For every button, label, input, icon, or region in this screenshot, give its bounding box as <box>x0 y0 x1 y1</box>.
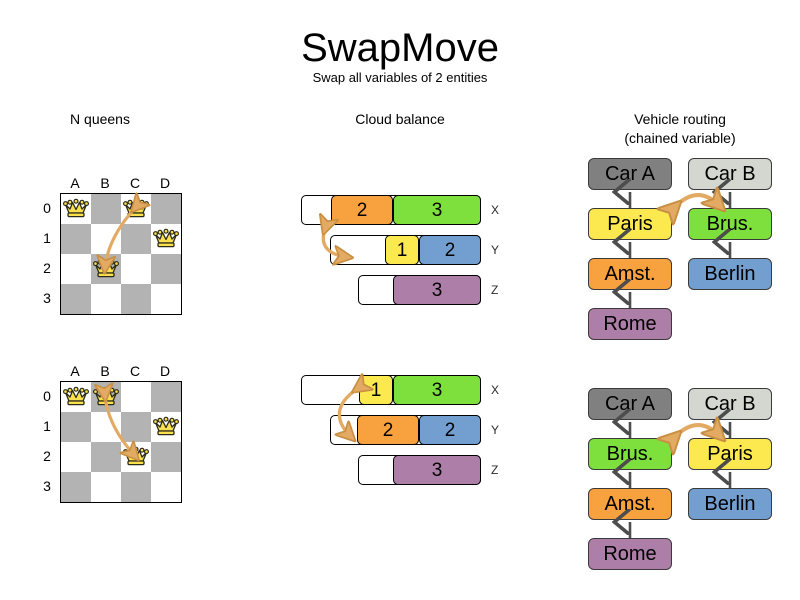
route-node-berlin[interactable]: Berlin <box>688 258 772 290</box>
board-cell-d0[interactable] <box>151 382 181 412</box>
computer-label-y: Y <box>491 423 500 437</box>
queen-piece-a0[interactable] <box>61 194 91 224</box>
route-node-rome[interactable]: Rome <box>588 308 672 340</box>
routing-title-line-1: Vehicle routing <box>634 111 726 127</box>
board-cell-a1[interactable] <box>61 224 91 254</box>
routing-title-line-2: (chained variable) <box>624 130 736 146</box>
board-cell-d2[interactable] <box>151 254 181 284</box>
chessboard-before: A B C D 0 1 2 3 <box>15 175 185 320</box>
page-subtitle: Swap all variables of 2 entities <box>312 70 488 85</box>
cloud-swap-arrow-after <box>301 375 541 490</box>
board-row-label-3: 3 <box>43 290 51 306</box>
board-row-label-3: 3 <box>43 478 51 494</box>
queen-piece-d1[interactable] <box>151 412 181 442</box>
board-cell-a3[interactable] <box>61 472 91 502</box>
board-column-label-b: B <box>100 363 110 379</box>
board-row-label-1: 1 <box>43 418 51 434</box>
process-x-2[interactable]: 3 <box>393 375 481 405</box>
computer-label-x: X <box>491 203 500 217</box>
computer-label-z: Z <box>491 463 499 477</box>
chessboard-after: A B C D 0 1 2 3 <box>15 363 185 508</box>
process-y-2[interactable]: 2 <box>419 235 481 265</box>
queen-piece-a0[interactable] <box>61 382 91 412</box>
board-cell-c3[interactable] <box>121 284 151 314</box>
board-column-label-d: D <box>159 363 171 379</box>
board-cell-a1[interactable] <box>61 412 91 442</box>
computer-label-z: Z <box>491 283 499 297</box>
board-column-label-c: C <box>129 175 141 191</box>
section-title-vehicle-routing: Vehicle routing (chained variable) <box>590 110 770 148</box>
board-cell-a3[interactable] <box>61 284 91 314</box>
board-column-label-a: A <box>70 175 80 191</box>
board-column-label-c: C <box>129 363 141 379</box>
section-title-cloud-balance: Cloud balance <box>355 111 445 127</box>
process-y-2[interactable]: 2 <box>419 415 481 445</box>
board-column-label-d: D <box>159 175 171 191</box>
board-cell-d2[interactable] <box>151 442 181 472</box>
board-row-label-0: 0 <box>43 200 51 216</box>
queens-swap-arrow-after <box>15 368 185 513</box>
process-z-1[interactable]: 3 <box>393 275 481 305</box>
board-cell-b3[interactable] <box>91 472 121 502</box>
board-row-label-1: 1 <box>43 230 51 246</box>
board-cell-a2[interactable] <box>61 254 91 284</box>
page-title: SwapMove <box>301 26 499 70</box>
board-column-label-a: A <box>70 363 80 379</box>
process-y-1[interactable]: 1 <box>385 235 419 265</box>
board-cell-a2[interactable] <box>61 442 91 472</box>
route-arrows <box>588 158 732 308</box>
process-x-2[interactable]: 3 <box>393 195 481 225</box>
route-node-berlin[interactable]: Berlin <box>688 488 772 520</box>
route-node-rome[interactable]: Rome <box>588 538 672 570</box>
board-column-label-b: B <box>100 175 110 191</box>
board-cell-d0[interactable] <box>151 194 181 224</box>
board-cell-d3[interactable] <box>151 284 181 314</box>
board-row-label-2: 2 <box>43 448 51 464</box>
board-cell-c3[interactable] <box>121 472 151 502</box>
board-row-label-0: 0 <box>43 388 51 404</box>
board-cell-b3[interactable] <box>91 284 121 314</box>
queen-piece-d1[interactable] <box>151 224 181 254</box>
board-row-label-2: 2 <box>43 260 51 276</box>
section-title-n-queens: N queens <box>70 111 130 127</box>
queens-swap-arrow-before <box>15 180 185 325</box>
computer-label-y: Y <box>491 243 500 257</box>
computer-label-x: X <box>491 383 500 397</box>
route-arrows <box>588 388 732 538</box>
board-cell-d3[interactable] <box>151 472 181 502</box>
process-z-1[interactable]: 3 <box>393 455 481 485</box>
cloud-swap-arrow-before <box>301 195 541 310</box>
